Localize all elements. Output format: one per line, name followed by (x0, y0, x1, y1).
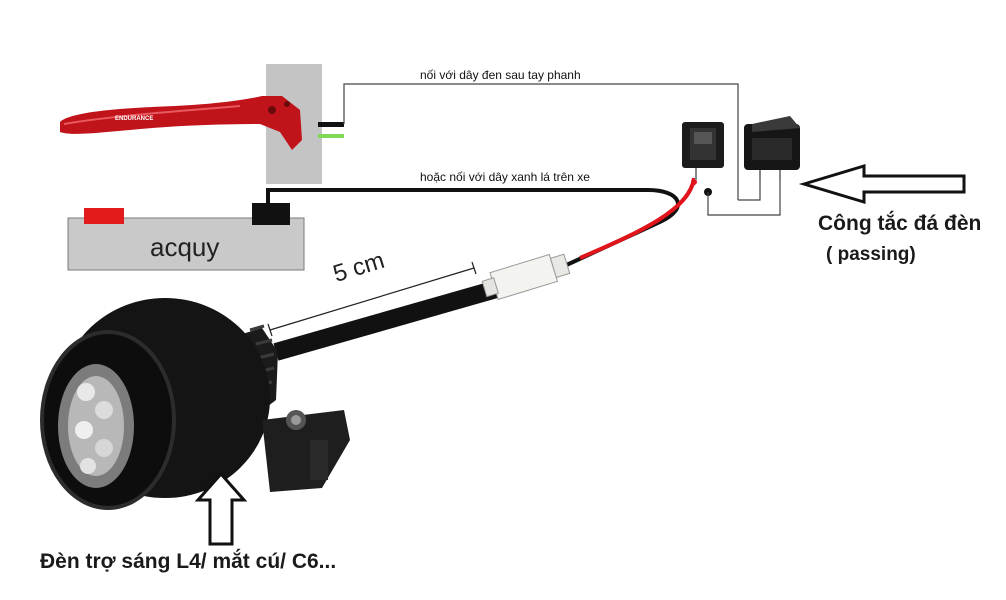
rocker-switch-large-icon (744, 116, 800, 180)
switch-link-wire-1 (707, 176, 781, 216)
positive-red-wire (579, 177, 696, 260)
black-wire-tab (318, 122, 344, 127)
top-wire-label: nối với dây đen sau tay phanh (420, 68, 581, 82)
length-measure-line (269, 267, 475, 331)
lamp-cable (273, 279, 503, 361)
mid-wire-label: hoặc nối với dây xanh lá trên xe (420, 170, 590, 184)
brake-signal-wire (343, 83, 739, 200)
switch-title-label: Công tắc đá đèn (818, 212, 982, 235)
arrow-up-icon (194, 471, 248, 546)
main-black-wire (266, 188, 680, 270)
switch-subtitle-label: ( passing) (826, 244, 916, 265)
lamp-label: Đèn trợ sáng L4/ mắt cú/ C6... (40, 550, 337, 573)
junction-dot-red (691, 179, 697, 185)
headlight-icon (40, 298, 350, 510)
connector-icon (481, 253, 571, 301)
rocker-switch-icon (682, 122, 724, 180)
brake-lever-icon (60, 96, 302, 150)
switch-link-wire-2 (738, 176, 761, 201)
brake-lever-brand: ENDURANCE (115, 116, 153, 122)
battery-label: acquy (150, 232, 220, 262)
arrow-left-icon (798, 163, 966, 205)
battery-icon (67, 203, 305, 271)
green-wire-tab (318, 134, 344, 138)
